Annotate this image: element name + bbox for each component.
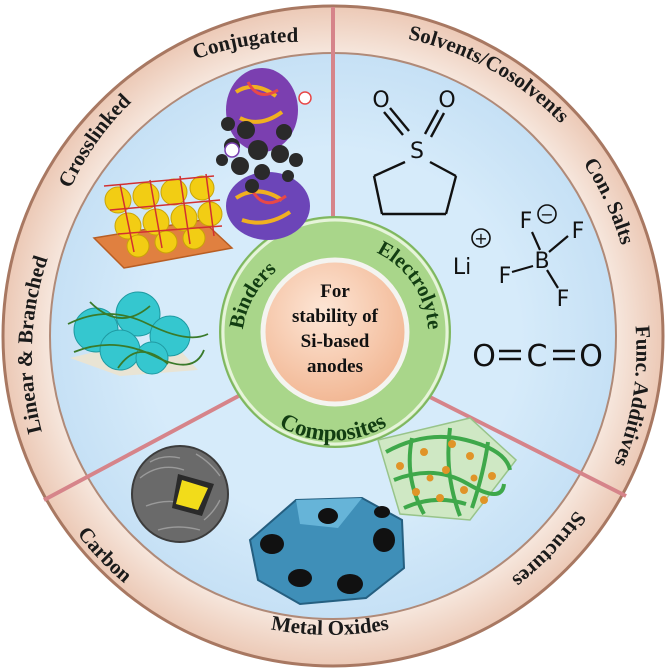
linear-branched-binder-illustration xyxy=(67,291,209,376)
fluorine-left: F xyxy=(499,264,512,289)
co2-oxygen-1: O xyxy=(472,339,496,374)
plus-charge-circle xyxy=(471,228,491,248)
conjugated-binder-illustration xyxy=(216,68,312,240)
co2-carbon: C xyxy=(527,339,548,374)
metal-oxide-illustration xyxy=(248,496,406,606)
tetrafluoroborate-bonds xyxy=(511,231,569,289)
sulfolane-structure xyxy=(372,107,458,216)
lithium-ion: Li xyxy=(453,255,471,280)
center-circle xyxy=(260,257,410,407)
inner-ring-highlight xyxy=(221,218,449,446)
plus-charge: + xyxy=(474,229,487,248)
crosslinked-binder-illustration xyxy=(92,173,234,269)
fluorine-bottom: F xyxy=(557,287,570,312)
minus-charge-circle xyxy=(537,204,557,224)
structured-composite-illustration xyxy=(377,417,518,521)
minus-charge: − xyxy=(540,205,553,224)
co2-double-bond-2 xyxy=(553,349,575,361)
center-line-1: For xyxy=(320,281,350,302)
fluorine-right: F xyxy=(572,219,585,244)
carbon-composite-illustration xyxy=(131,445,229,543)
sulfolane-oxygen-1: O xyxy=(372,88,389,113)
divider-lower-left xyxy=(43,390,247,502)
fluorine-top: F xyxy=(520,209,533,234)
co2-oxygen-2: O xyxy=(579,339,603,374)
co2-double-bond-1 xyxy=(499,349,521,361)
boron: B xyxy=(534,249,549,274)
sulfolane-sulfur: S xyxy=(410,139,424,164)
center-line-2: stability of xyxy=(292,306,379,327)
center-line-3: Si-based xyxy=(301,331,370,352)
center-line-4: anodes xyxy=(307,356,363,377)
divider-lower-right xyxy=(419,390,627,498)
sulfolane-oxygen-2: O xyxy=(438,88,455,113)
